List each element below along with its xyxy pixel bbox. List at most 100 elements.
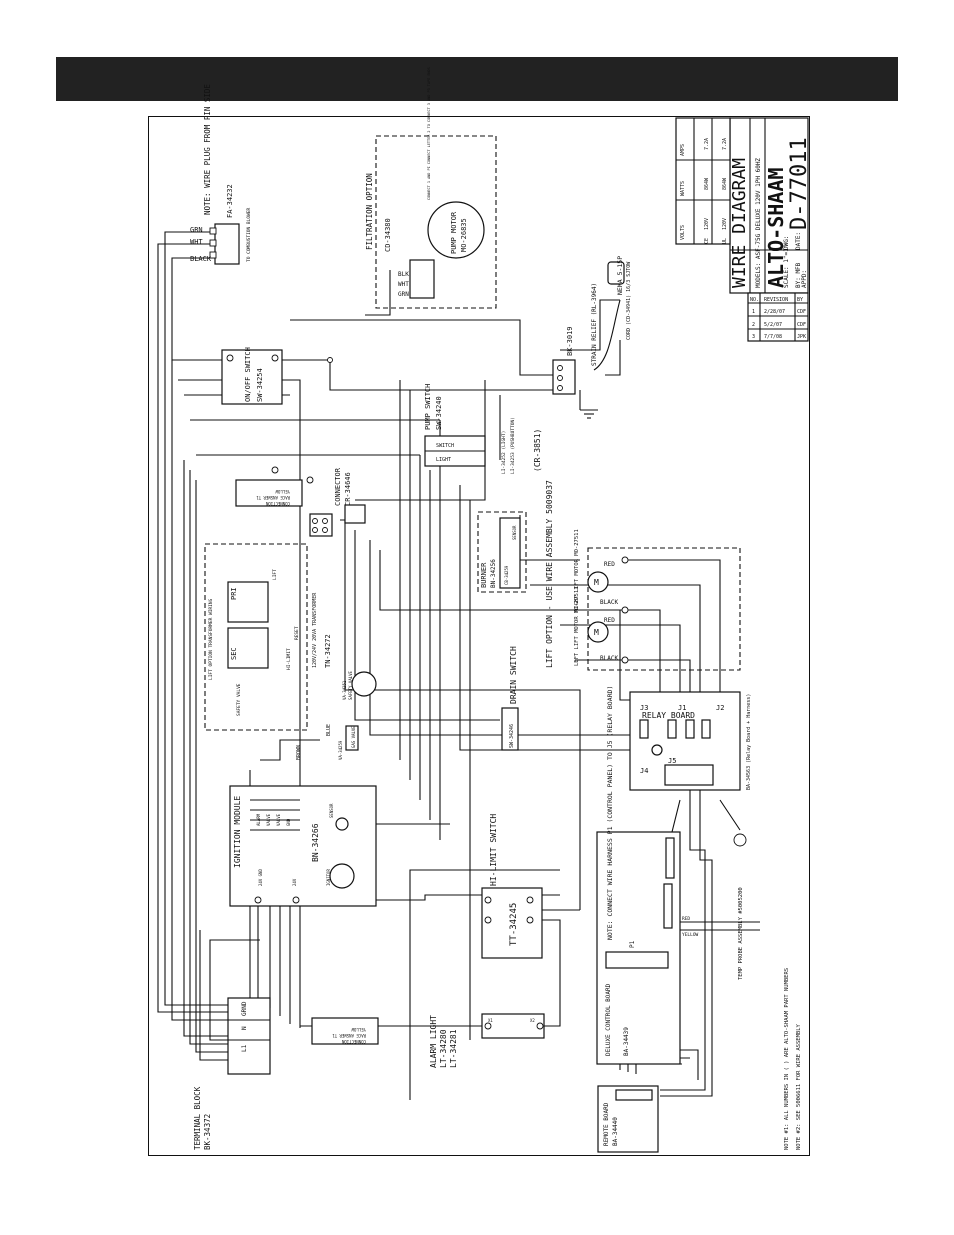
filtration-part: CD-34380 bbox=[384, 218, 392, 252]
alarm-light: ALARM LIGHT LT-34280 LT-34281 X1 X2 bbox=[429, 1013, 545, 1068]
control-board-p1: P1 bbox=[629, 940, 636, 948]
header-bar bbox=[56, 57, 898, 101]
fa-sub: TO COMBUSTION BLOWER bbox=[246, 208, 252, 262]
elec-header-volts: VOLTS bbox=[680, 225, 686, 240]
diagram-frame bbox=[148, 116, 810, 1156]
lift-option-left: LEFT LIFT MOTOR MO-27511 bbox=[574, 587, 580, 666]
connector-part: CR-34646 bbox=[344, 472, 352, 506]
filtration-option: FILTRATION OPTION CD-34380 PUMP MOTOR MO… bbox=[365, 67, 497, 309]
elec-row-ce-label: CE bbox=[704, 238, 710, 244]
elec-row-ul-amps: 7.2A bbox=[722, 138, 728, 150]
pump-switch-note-light: LI-34252 (LIGHT) bbox=[501, 431, 507, 474]
remote-board: REMOTE BOARD BA-34440 bbox=[597, 1085, 659, 1153]
lift-transformer-reset: RESET bbox=[294, 626, 300, 640]
gas-valve: GAS VALVE VA-34259 BROWN BLUE bbox=[296, 724, 359, 760]
rev-header-by: BY bbox=[797, 297, 803, 303]
ignition-gnd: GND bbox=[286, 818, 291, 826]
onoff-part: SW-34254 bbox=[256, 368, 264, 402]
control-board: NOTE: CONNECT WIRE HARNESS P1 (CONTROL P… bbox=[596, 686, 681, 1065]
note-wire-plug: NOTE: WIRE PLUG FROM PIN SIDE bbox=[203, 84, 212, 215]
terminal-grnd: GRND bbox=[241, 1001, 248, 1016]
brand-logo: ALTO-SHAAM bbox=[764, 168, 788, 288]
pump-motor-label: PUMP MOTOR bbox=[450, 211, 458, 254]
transformer-bottom: YELLOW RACE ANSWER T1 CONNECTION bbox=[311, 1017, 379, 1045]
lift-transformer-lift: LIFT bbox=[272, 569, 278, 580]
ignition-sensor: SENSOR bbox=[329, 803, 334, 818]
gas-valve-title: GAS VALVE bbox=[351, 726, 356, 748]
transformer-top-line3: CONNECTION bbox=[265, 501, 290, 506]
transformer-top: YELLOW RACE ANSWER T1 CONNECTION bbox=[235, 479, 303, 507]
elec-header-amps: AMPS bbox=[680, 144, 686, 156]
dwg-label: DWG: bbox=[783, 236, 790, 250]
drain-title: DRAIN SWITCH bbox=[509, 646, 518, 704]
ignition-alarm: ALARM bbox=[256, 813, 261, 826]
relay-board: RELAY BOARD BA-34563 (Relay Board + Harn… bbox=[629, 691, 752, 791]
lift-transformer-title: LIFT OPTION TRANSFORMER WIRING bbox=[208, 598, 214, 680]
rev-2-by: CDF bbox=[797, 322, 806, 328]
temp-probe-yellow: YELLOW bbox=[682, 932, 699, 938]
rev-1-no: 1 bbox=[752, 309, 755, 315]
ignition-module: IGNITION MODULE BN-34266 ALARM VALVE VAL… bbox=[229, 785, 377, 907]
pump-switch-ref: (CR-3851) bbox=[533, 429, 542, 472]
terminal-l1: L1 bbox=[241, 1044, 248, 1052]
note-connect: NOTE: CONNECT WIRE HARNESS P1 (CONTROL P… bbox=[606, 686, 614, 940]
hilimit-part: TT-34245 bbox=[509, 903, 519, 946]
terminal-block: L1 N GRND TERMINAL BLOCK BK-34372 bbox=[193, 997, 271, 1150]
alarm-title: ALARM LIGHT bbox=[429, 1015, 438, 1068]
safety-valve-part: VA-34251 bbox=[342, 680, 347, 700]
transformer-bottom-line3: CONNECTION bbox=[341, 1039, 366, 1044]
elec-row-ce-amps: 7.2A bbox=[704, 138, 710, 150]
connector-cr-34646: CONNECTOR CR-34646 bbox=[309, 467, 366, 537]
gas-valve-wire2: BLUE bbox=[326, 724, 332, 736]
title-block: WIRE DIAGRAM ALTO-SHAAM MODELS: ASF-75G … bbox=[675, 117, 812, 342]
pump-wire-wht: WHT bbox=[398, 281, 409, 288]
lift-option-title: LIFT OPTION - USE WIRE ASSEMBLY 5009037 bbox=[545, 480, 554, 668]
drain-switch: DRAIN SWITCH SW-34246 bbox=[501, 646, 519, 751]
connector-title: CONNECTOR bbox=[334, 467, 342, 506]
filtration-title: FILTRATION OPTION bbox=[365, 173, 374, 250]
pump-switch: SWITCH LIGHT PUMP SWITCH SW-34240 LI-342… bbox=[424, 384, 542, 474]
alarm-part-2: LT-34281 bbox=[449, 1029, 458, 1068]
date-label: DATE: bbox=[795, 232, 802, 250]
rev-2-no: 2 bbox=[752, 322, 755, 328]
relay-j4: J4 bbox=[640, 767, 648, 775]
wire-black: BLACK bbox=[190, 255, 212, 263]
gas-valve-part: VA-34259 bbox=[338, 740, 343, 760]
lift-transformer-rating: 120V/24V 20VA TRANSFORMER bbox=[312, 592, 318, 668]
pump-switch-light: LIGHT bbox=[436, 457, 451, 463]
relay-j1: J1 bbox=[678, 704, 686, 712]
relay-part: BA-34563 (Relay Board + Harness) bbox=[746, 694, 752, 790]
control-board-part: BA-34439 bbox=[623, 1027, 630, 1056]
safety-valve: VA-34251 SAFETY VALVE bbox=[342, 671, 377, 700]
onoff-title: ON/OFF SWITCH bbox=[244, 347, 252, 402]
remote-title: REMOTE BOARD bbox=[603, 1102, 610, 1146]
nema-plug: NEMA 5-15P bbox=[616, 256, 624, 295]
wire-grn: GRN bbox=[190, 226, 203, 234]
transformer-bottom-line2: RACE ANSWER T1 bbox=[332, 1033, 366, 1038]
rev-3-date: 7/7/08 bbox=[764, 334, 782, 340]
elec-header-watts: WATTS bbox=[680, 181, 686, 196]
filtration-note: CONNECT 1 AND PI CONNECT LETTER 2 TO CON… bbox=[427, 67, 431, 200]
fa-part: FA-34232 bbox=[226, 184, 234, 218]
lift-wire-red-2: RED bbox=[604, 617, 615, 624]
ignition-title: IGNITION MODULE bbox=[233, 796, 242, 868]
hilimit-title: HI-LIMIT SWITCH bbox=[489, 814, 498, 886]
strain-relief: STRAIN RELIEF (RL-3964) bbox=[591, 283, 598, 366]
safety-valve-label: SAFETY VALVE bbox=[348, 671, 353, 700]
terminal-block-title: TERMINAL BLOCK bbox=[193, 1086, 202, 1150]
rev-2-date: 5/2/07 bbox=[764, 322, 782, 328]
scale: SCALE: 1"=1" bbox=[783, 245, 790, 288]
pump-switch-note-pushbutton: LI-34253 (PUSHBUTTON) bbox=[510, 417, 516, 474]
rev-1-date: 2/28/07 bbox=[764, 309, 785, 315]
burner: BURNER BN-34256 CB-34259 SENSOR bbox=[477, 511, 527, 593]
rev-3-no: 3 bbox=[752, 334, 755, 340]
ignition-24v-gnd: 24V GND bbox=[258, 869, 263, 886]
rev-1-by: CDF bbox=[797, 309, 806, 315]
gas-valve-wire: BROWN bbox=[296, 745, 302, 760]
elec-row-ul-label: UL bbox=[722, 238, 728, 244]
bk3019-part: BK-3019 bbox=[566, 326, 574, 356]
relay-j3: J3 bbox=[640, 704, 648, 712]
ignition-valve-1: VALVE bbox=[266, 813, 271, 826]
cord: CORD (CD-34941) 16/3 SJTOW bbox=[626, 261, 632, 340]
